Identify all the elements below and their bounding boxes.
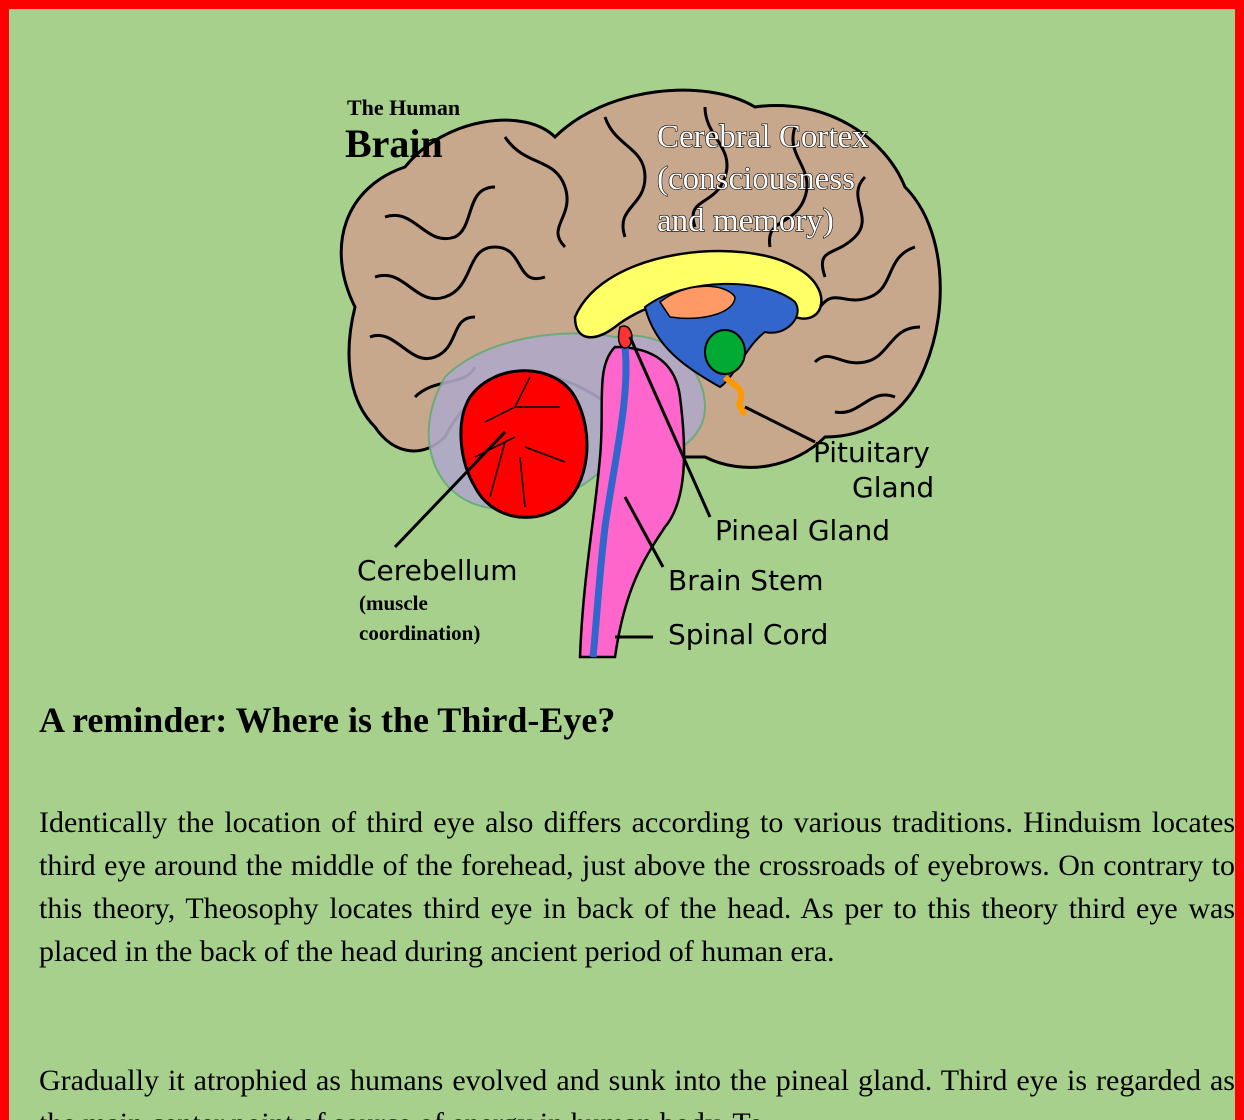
title-small-label: The Human	[347, 95, 460, 120]
pineal-label: Pineal Gland	[715, 514, 890, 547]
article-paragraph-1: Identically the location of third eye al…	[39, 801, 1235, 973]
pituitary-label-1: Pituitary	[813, 436, 930, 469]
brain-diagram: The Human Brain Cerebral Cortex (conscio…	[325, 77, 945, 667]
brain-stem-label: Brain Stem	[668, 564, 824, 597]
cerebellum-label: Cerebellum	[357, 554, 517, 587]
content-panel: The Human Brain Cerebral Cortex (conscio…	[27, 27, 1235, 1120]
article-paragraph-2: Gradually it atrophied as humans evolved…	[39, 1059, 1235, 1120]
cortex-label-3: and memory)	[657, 203, 834, 239]
title-large-label: Brain	[345, 121, 443, 166]
cerebellum-note-1: (muscle	[359, 591, 428, 615]
article-heading: A reminder: Where is the Third-Eye?	[39, 699, 615, 741]
cerebellum-note-2: coordination)	[359, 621, 480, 645]
thalamus	[705, 330, 745, 374]
cortex-label-2: (consciousness	[657, 161, 855, 197]
pituitary-label-2: Gland	[852, 471, 934, 504]
brain-illustration: The Human Brain Cerebral Cortex (conscio…	[325, 77, 945, 667]
cortex-label-1: Cerebral Cortex	[657, 119, 869, 155]
pineal-gland	[619, 326, 632, 348]
spinal-cord-label: Spinal Cord	[668, 618, 828, 651]
